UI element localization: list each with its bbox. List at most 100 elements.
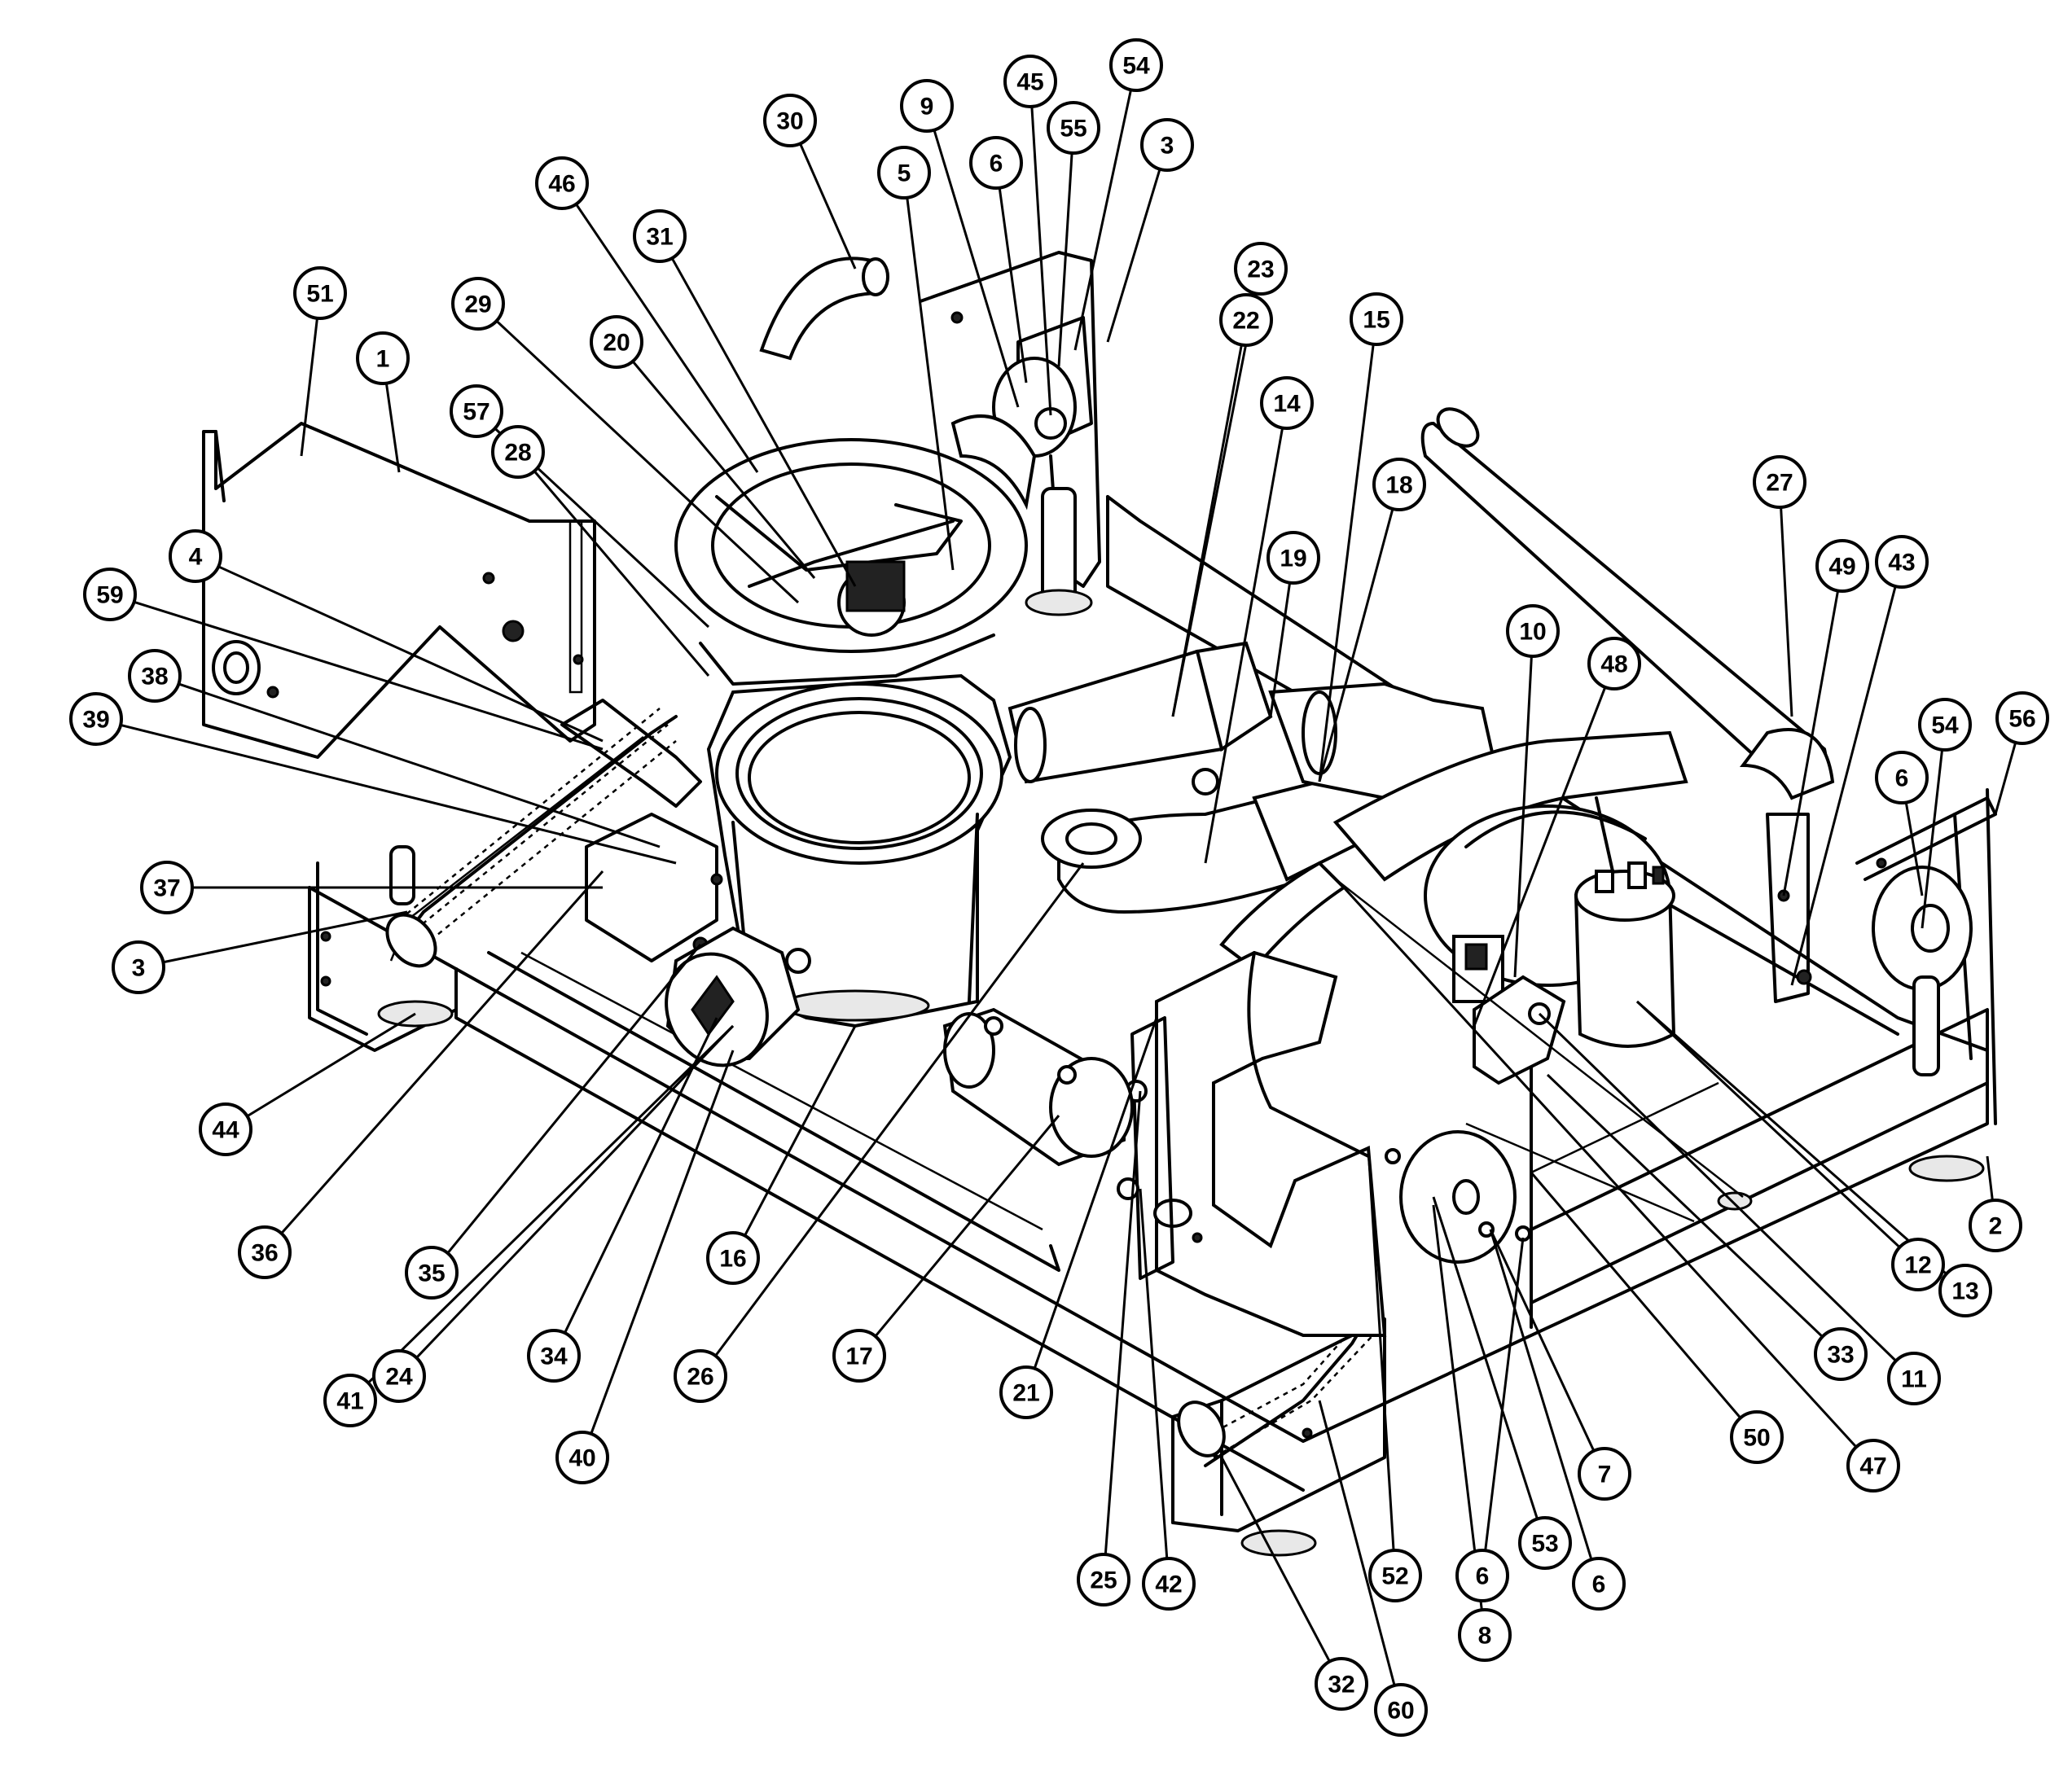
upper-hose	[759, 256, 889, 361]
callout-number: 22	[1232, 308, 1259, 335]
leader-line-2	[1986, 1155, 1994, 1201]
callout-bubble	[1875, 751, 1929, 804]
callout-6: 6	[1875, 751, 1929, 804]
callout-57: 57	[450, 384, 503, 438]
callout-bubble	[323, 1374, 377, 1427]
callout-10: 10	[1506, 604, 1560, 658]
callout-bubble	[169, 529, 222, 583]
callout-48: 48	[1587, 637, 1641, 690]
callout-bubble	[1995, 691, 2049, 745]
leader-line-10	[1513, 655, 1533, 978]
callout-number: 6	[1895, 765, 1909, 792]
callout-30: 30	[763, 94, 817, 147]
callout-number: 27	[1766, 470, 1793, 497]
callout-52: 52	[1368, 1549, 1422, 1602]
callout-bubble	[1455, 1549, 1509, 1602]
leader-line-13	[1636, 1000, 1947, 1275]
callout-9: 9	[900, 79, 954, 133]
callout-number: 18	[1385, 472, 1412, 499]
callout-39: 39	[69, 692, 123, 746]
leader-line-41	[367, 1024, 735, 1384]
callout-number: 25	[1090, 1567, 1117, 1594]
callout-29: 29	[451, 277, 505, 331]
callout-54: 54	[1918, 698, 1972, 752]
callout-number: 6	[1592, 1571, 1606, 1598]
callout-45: 45	[1003, 55, 1057, 108]
callout-number: 35	[418, 1260, 445, 1287]
callout-6: 6	[1455, 1549, 1509, 1602]
callout-40: 40	[555, 1431, 609, 1484]
callout-bubble	[1368, 1549, 1422, 1602]
callout-38: 38	[128, 649, 182, 703]
callout-bubble	[1753, 455, 1806, 509]
callout-number: 12	[1904, 1252, 1931, 1279]
leader-line-20	[631, 360, 816, 579]
callout-bubble	[1730, 1410, 1784, 1464]
callout-number: 31	[646, 224, 673, 251]
callout-bubble	[763, 94, 817, 147]
leader-line-48	[1473, 686, 1607, 1027]
leader-line-56	[1994, 742, 2017, 815]
callout-25: 25	[1077, 1553, 1130, 1606]
leader-line-3	[1106, 169, 1161, 343]
leader-line-15	[1318, 344, 1375, 782]
callout-bubble	[112, 940, 165, 994]
leader-line-42	[1139, 1188, 1169, 1559]
callout-bubble	[1458, 1608, 1512, 1662]
callout-number: 3	[1161, 133, 1174, 160]
callout-bubble	[1846, 1439, 1900, 1493]
washer-base-assembly	[202, 251, 1997, 1557]
callout-14: 14	[1260, 376, 1314, 430]
leader-line-53	[1432, 1196, 1539, 1519]
callout-bubble	[1875, 535, 1929, 589]
leader-line-21	[1033, 1017, 1158, 1370]
callout-bubble	[1266, 531, 1320, 585]
callout-bubble	[674, 1349, 727, 1403]
callout-11: 11	[1887, 1352, 1941, 1405]
callout-33: 33	[1814, 1327, 1868, 1381]
leader-line-6	[1484, 1237, 1525, 1551]
callout-bubble	[1891, 1238, 1945, 1291]
callout-1: 1	[356, 331, 410, 385]
callout-number: 32	[1328, 1672, 1354, 1699]
left-side-panel	[202, 422, 596, 759]
callout-28: 28	[491, 425, 545, 479]
callout-number: 51	[306, 281, 333, 308]
leader-line-6	[1904, 802, 1924, 896]
leader-line-18	[1318, 508, 1394, 782]
callout-12: 12	[1891, 1238, 1945, 1291]
callout-number: 41	[336, 1388, 363, 1415]
callout-37: 37	[140, 861, 194, 914]
callout-bubble	[451, 277, 505, 331]
callout-bubble	[1315, 1657, 1368, 1711]
callout-number: 28	[504, 440, 531, 467]
callout-47: 47	[1846, 1439, 1900, 1493]
callout-number: 38	[141, 664, 168, 690]
callout-number: 54	[1931, 712, 1959, 739]
callout-15: 15	[1350, 292, 1403, 346]
leader-line-11	[1538, 1012, 1897, 1362]
right-rear-bracket	[1766, 788, 1997, 1125]
callout-number: 21	[1012, 1380, 1039, 1407]
callout-number: 50	[1743, 1425, 1770, 1452]
callout-41: 41	[323, 1374, 377, 1427]
callout-46: 46	[535, 156, 589, 210]
callout-number: 23	[1247, 256, 1274, 283]
callout-51: 51	[293, 266, 347, 320]
drain-pump-motor	[665, 926, 811, 1067]
leader-line-45	[1030, 106, 1052, 416]
callout-number: 13	[1951, 1278, 1978, 1305]
leader-line-7	[1489, 1229, 1596, 1452]
callout-number: 5	[898, 160, 911, 187]
leader-line-23	[1171, 293, 1258, 717]
callout-34: 34	[527, 1329, 581, 1383]
leader-line-8	[1432, 1204, 1483, 1611]
callout-number: 11	[1901, 1366, 1927, 1393]
callout-number: 17	[845, 1343, 872, 1370]
callout-number: 10	[1519, 619, 1546, 646]
callout-number: 30	[776, 108, 803, 135]
leader-line-46	[575, 203, 759, 473]
callout-18: 18	[1372, 458, 1426, 511]
callout-number: 8	[1478, 1623, 1492, 1650]
